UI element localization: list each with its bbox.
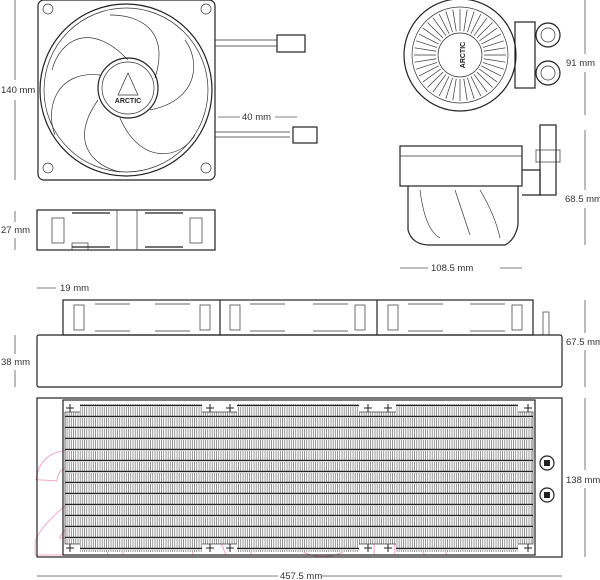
fan-side-view xyxy=(36,209,216,251)
mounting-hole-icon xyxy=(364,404,372,412)
pump-arctic-logo: ARCTIC xyxy=(460,42,467,68)
mounting-hole-icon xyxy=(364,544,372,552)
dim-fan-height: 140 mm xyxy=(1,85,35,96)
dim-fan-thickness: 27 mm xyxy=(1,225,30,236)
dimension-labels: 140 mm 40 mm 27 mm 91 mm 68.5 mm 108.5 m… xyxy=(1,58,600,580)
mounting-hole-icon xyxy=(66,404,74,412)
mounting-hole-icon xyxy=(206,544,214,552)
dim-total-thickness: 67.5 mm xyxy=(566,337,600,348)
dim-radiator-thickness: 38 mm xyxy=(1,357,30,368)
radiator-side-view xyxy=(36,299,563,388)
dim-fan-offset: 19 mm xyxy=(60,283,89,294)
mounting-hole-icon xyxy=(524,404,532,412)
mounting-hole-icon xyxy=(384,544,392,552)
mounting-hole-icon xyxy=(66,544,74,552)
arctic-logo: ARCTIC xyxy=(115,98,141,105)
dimension-lines xyxy=(14,0,586,577)
radiator-front-view xyxy=(36,397,563,558)
dim-pump-width: 108.5 mm xyxy=(431,263,473,274)
dim-pump-diameter: 91 mm xyxy=(566,58,595,69)
dim-radiator-length: 457.5 mm xyxy=(280,571,322,580)
mounting-hole-icon xyxy=(384,404,392,412)
mounting-hole-icon xyxy=(226,544,234,552)
pump-side-view xyxy=(399,124,561,246)
dim-cable-length: 40 mm xyxy=(242,112,271,123)
mounting-hole-icon xyxy=(524,544,532,552)
mounting-hole-icon xyxy=(206,404,214,412)
pump-top-view: ARCTIC xyxy=(403,0,561,112)
fan-front-view: ARCTIC xyxy=(37,0,318,181)
mounting-hole-icon xyxy=(226,404,234,412)
dim-radiator-width: 138 mm xyxy=(566,475,600,486)
dim-pump-height: 68.5 mm xyxy=(565,194,600,205)
